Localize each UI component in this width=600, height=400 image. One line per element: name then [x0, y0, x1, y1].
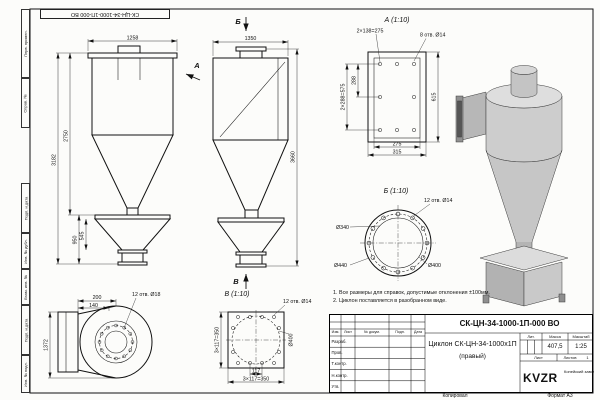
dim-v-bottom: 3×117=350: [243, 377, 269, 383]
detail-a-view: А (1:10) 2×138=275 8 отв. Ø14 288 2×288=…: [341, 17, 445, 157]
margin-label: Инв. № подл.: [23, 361, 29, 387]
top-designation-cell: СК-ЦН-34-1000-1П-000 ВО: [40, 9, 170, 19]
col-izm: Изм.: [331, 330, 340, 334]
margin-field-inv-podl: Инв. № подл.: [21, 355, 30, 393]
title-block-designation: СК-ЦН-34-1000-1П-000 ВО: [459, 319, 560, 328]
dim-front-width: 1258: [127, 36, 139, 42]
dim-a-575: 2×288=575: [341, 84, 347, 111]
side-view: 1350 3660 Б В: [212, 17, 299, 289]
detail-b-bolt-holes: [366, 211, 430, 275]
view-arrow-b-label: Б: [235, 17, 241, 26]
scroll-view: 200 140 12 отв. Ø18 1372: [44, 292, 160, 379]
dim-scroll-200: 200: [93, 295, 102, 301]
frame-border: [29, 8, 594, 394]
margin-field-podp-data-2: Подп. и дата: [21, 305, 30, 355]
dim-b-400: Ø400: [428, 263, 441, 269]
row-nkontr: Н.контр.: [331, 372, 348, 378]
margin-field-sprav-no: Справ. №: [21, 78, 30, 128]
dim-front-hopper: 950: [73, 236, 79, 245]
col-data: Дата: [414, 330, 422, 334]
sheets-label: Листов: [563, 355, 577, 360]
mass-header: Масса: [549, 334, 561, 339]
scroll-holes-leader: 12 отв. Ø18: [132, 292, 160, 298]
row-tkontr: Т.контр.: [331, 361, 347, 367]
row-utv: Утв.: [331, 383, 340, 389]
margin-label: Инв. № дубл.: [23, 238, 28, 264]
dim-side-width: 1350: [245, 36, 257, 42]
row-prov: Пров.: [331, 350, 343, 356]
dim-v-left: 3×117=350: [215, 327, 221, 353]
pictorial-view: [455, 65, 569, 307]
top-designation-text: СК-ЦН-34-1000-1П-000 ВО: [70, 11, 140, 17]
title-block: СК-ЦН-34-1000-1П-000 ВО Изм. Лист № доку…: [329, 314, 594, 393]
sheet-label: Лист: [534, 355, 543, 360]
dim-b-440: Ø440: [334, 263, 347, 269]
detail-a-holes-leader: 8 отв. Ø14: [420, 33, 445, 39]
detail-a-title: А (1:10): [384, 17, 410, 24]
company-logo: KVZR: [523, 371, 558, 385]
margin-label: Взам. инв. №: [23, 274, 28, 300]
detail-v-title: В (1:10): [225, 291, 250, 298]
format-label: Формат А3: [547, 393, 573, 399]
dim-scroll-140: 140: [89, 303, 98, 309]
margin-field-vzam-inv: Взам. инв. №: [21, 269, 30, 305]
dim-a-275: 275: [393, 142, 402, 148]
margin-field-perv-primen: Перв. примен.: [21, 9, 30, 78]
detail-v-bolt-holes: [231, 315, 281, 365]
dim-v-circle: Ø400: [289, 333, 295, 346]
detail-b-title: Б (1:10): [384, 188, 409, 195]
notes-block: 1. Все размеры для справок, допустимые о…: [333, 290, 569, 305]
dim-side-height: 3660: [291, 151, 297, 163]
detail-v-holes-leader: 12 отв. Ø14: [283, 299, 311, 305]
note-line-2: 2. Циклон поставляется в разобранном вид…: [333, 297, 447, 304]
dim-v-117: 117: [252, 369, 260, 375]
product-name-line2: (правый): [459, 353, 486, 360]
dim-a-288: 288: [352, 76, 358, 85]
margin-label: Подп. и дата: [23, 196, 28, 220]
detail-a-pitch-leader: 2×138=275: [357, 29, 384, 35]
view-arrow-v-label: В: [233, 277, 239, 286]
scroll-bolt-holes: [97, 323, 135, 361]
detail-b-holes-leader: 12 отв. Ø14: [424, 198, 452, 204]
margin-field-inv-dubl: Инв. № дубл.: [21, 233, 30, 269]
dim-front-total-height: 3182: [52, 154, 58, 166]
dim-a-615: 615: [432, 93, 438, 102]
dim-a-315: 315: [393, 150, 402, 156]
col-list: Лист: [344, 330, 352, 334]
row-razrab: Разраб.: [331, 339, 347, 344]
front-view: 1258 3182 2750 950 545 А: [52, 36, 201, 266]
margin-label: Перв. примен.: [23, 30, 28, 57]
detail-a-bolt-holes: [378, 62, 416, 132]
product-name-line1: Циклон СК-ЦН-34-1000х1П: [428, 341, 517, 348]
note-line-1: 1. Все размеры для справок, допустимые о…: [333, 290, 490, 296]
margin-field-podp-data-1: Подп. и дата: [21, 183, 30, 233]
detail-v-view: В (1:10) 12 отв. Ø14 3×117=350 Ø400 117 …: [215, 291, 311, 384]
dim-front-outlet: 545: [80, 232, 86, 241]
dim-scroll-1372: 1372: [44, 339, 50, 351]
company-logo-caption: Копейский завод: [564, 370, 594, 374]
copied-label: Копировал: [442, 393, 468, 399]
margin-label: Подп. и дата: [23, 318, 28, 342]
lit-header: Лит.: [527, 334, 535, 339]
sheets-value: 1: [586, 355, 589, 360]
col-doc: № докум.: [364, 330, 380, 334]
view-arrow-a-label: А: [193, 61, 199, 70]
mass-value: 407,5: [547, 344, 563, 350]
title-block-grid: [330, 315, 592, 392]
scale-header: Масштаб: [572, 334, 590, 339]
scale-value: 1:25: [575, 344, 587, 350]
dim-front-body-height: 2750: [64, 130, 70, 142]
col-podp: Подп.: [395, 330, 405, 334]
detail-b-view: Б (1:10) 12 отв. Ø14 Ø340 Ø440 Ø400: [334, 188, 452, 281]
dim-b-340: Ø340: [336, 225, 349, 231]
margin-label: Справ. №: [23, 93, 28, 113]
